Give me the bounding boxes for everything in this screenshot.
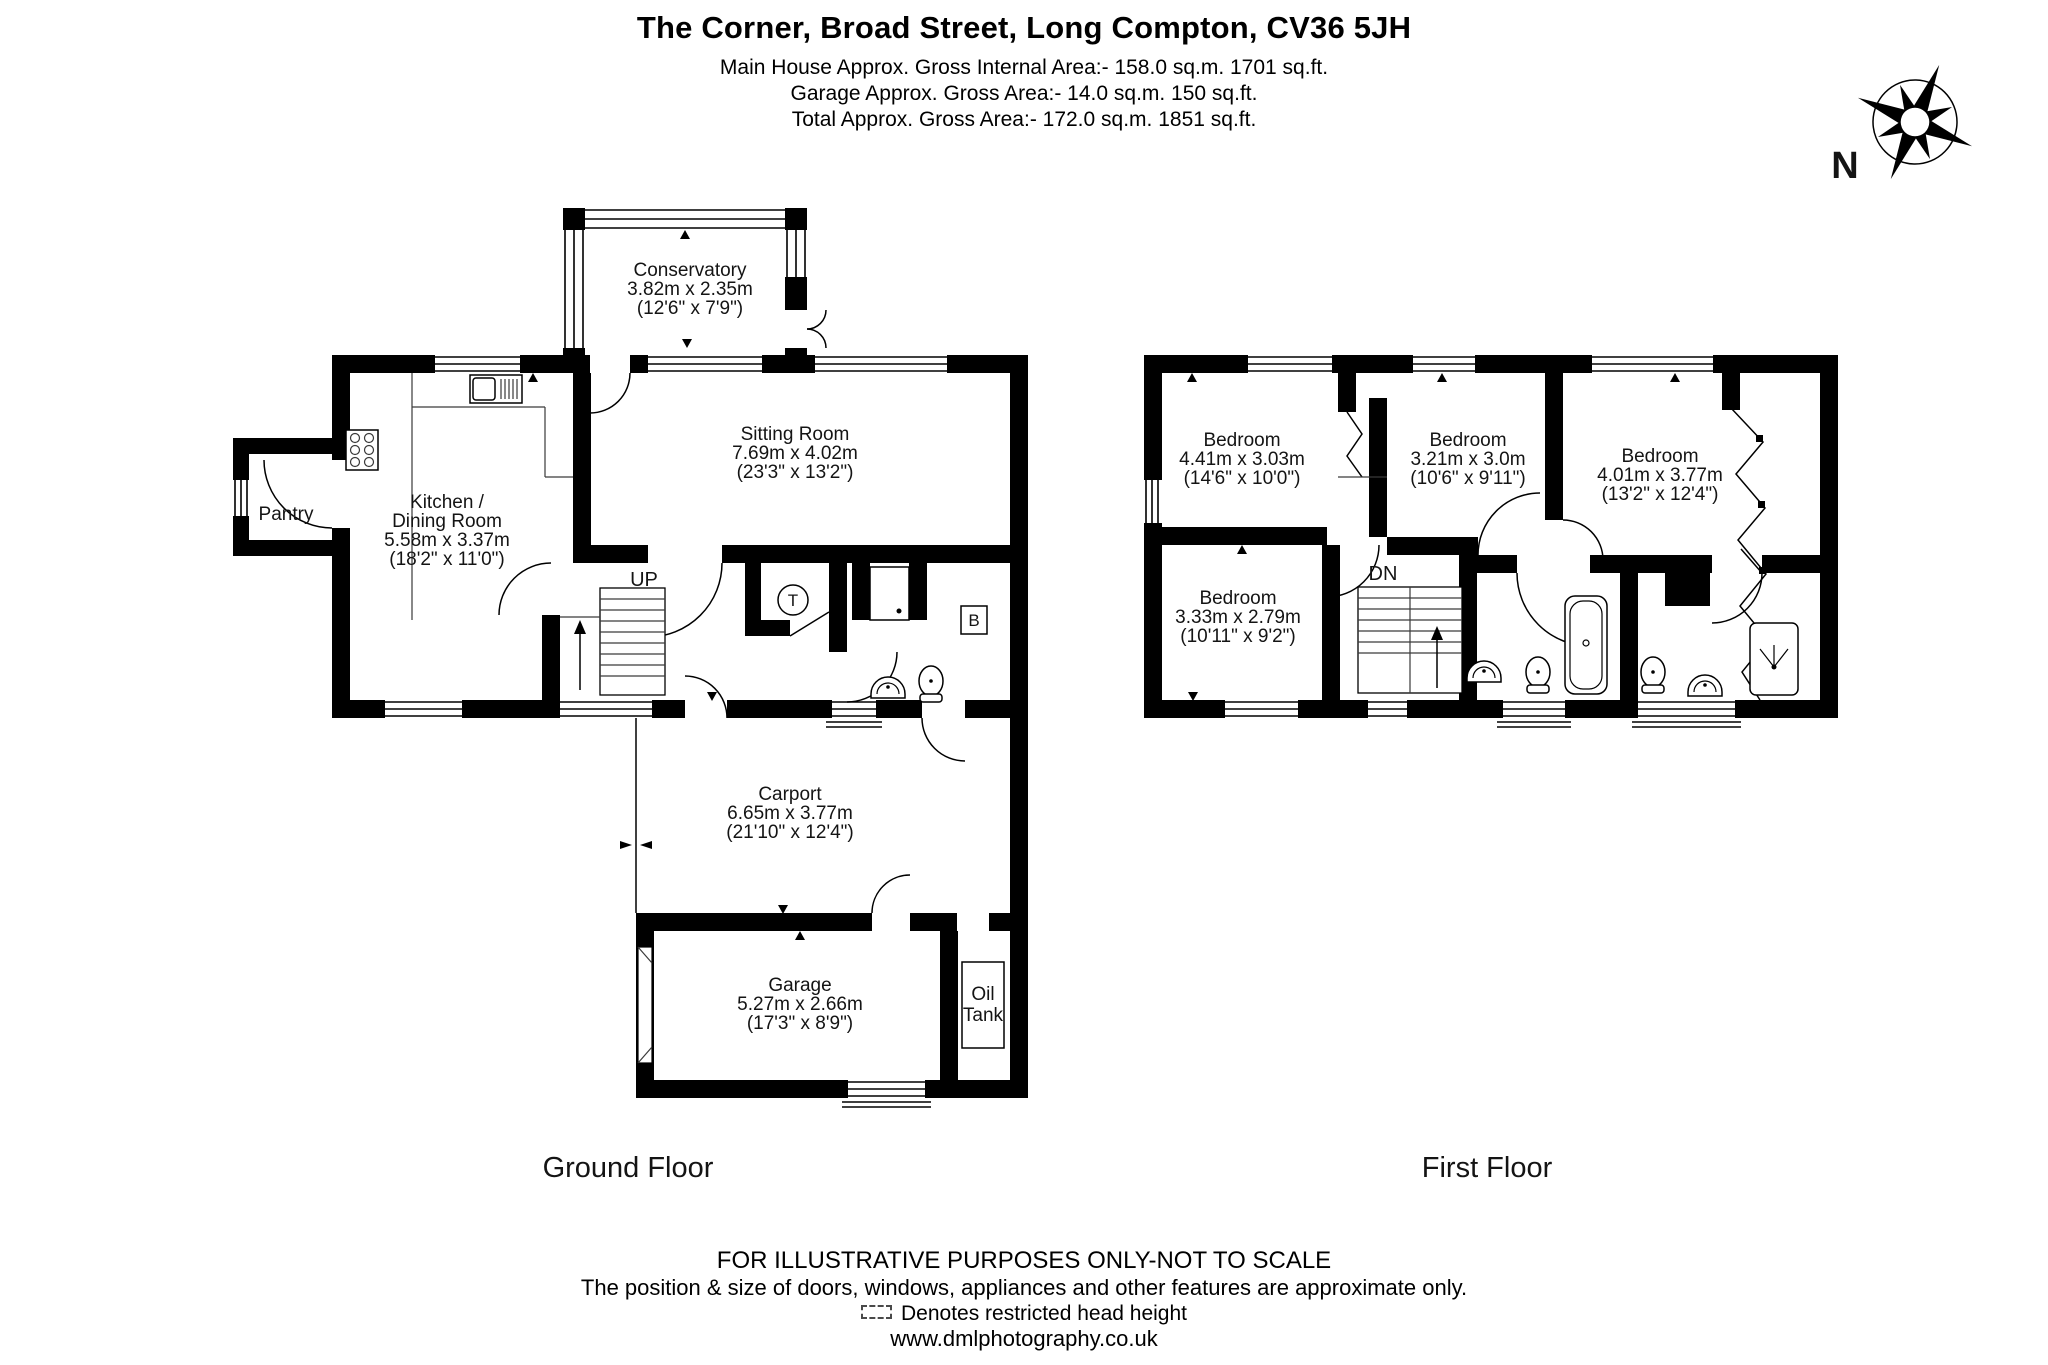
hob-icon: [345, 429, 379, 471]
ground-floor-stairs: [560, 587, 666, 696]
restricted-head-height-text: Denotes restricted head height: [900, 1302, 1187, 1325]
shower-tray-icon: [869, 566, 910, 621]
room-label-kitchen: Kitchen / Dining Room 5.58m x 3.37m (18'…: [384, 492, 510, 570]
basin-icon: [1687, 674, 1723, 697]
header: The Corner, Broad Street, Long Compton, …: [0, 10, 2048, 133]
bedroom4-metric: 3.33m x 2.79m: [1175, 607, 1301, 628]
sitting-room-name: Sitting Room: [741, 424, 850, 445]
room-label-bedroom1: Bedroom 4.41m x 3.03m (14'6" x 10'0"): [1179, 430, 1305, 489]
photographer-url: www.dmlphotography.co.uk: [890, 1326, 1158, 1351]
room-label-oil-tank: Oil Tank: [963, 984, 1004, 1026]
disclaimer-approx: The position & size of doors, windows, a…: [580, 1275, 1468, 1300]
toilet-icon: [918, 665, 944, 703]
ground-floor-windows: [233, 208, 947, 1108]
tank-label: T: [788, 591, 798, 610]
boiler-label: B: [968, 611, 979, 630]
kitchen-fittings: [345, 373, 573, 620]
toilet-icon: [1525, 656, 1551, 694]
kitchen-name2: Dining Room: [392, 511, 502, 532]
room-label-carport: Carport 6.65m x 3.77m (21'10" x 12'4"): [726, 784, 853, 843]
stairs-dn-label: DN: [1369, 563, 1398, 585]
ground-floor-caption: Ground Floor: [543, 1152, 714, 1184]
footer: FOR ILLUSTRATIVE PURPOSES ONLY-NOT TO SC…: [0, 1247, 2048, 1352]
sitting-room-imperial: (23'3" x 13'2"): [737, 462, 854, 483]
bathroom2-fixtures: [1640, 622, 1799, 697]
room-label-bedroom3: Bedroom 4.01m x 3.77m (13'2" x 12'4"): [1597, 446, 1723, 505]
bedroom1-imperial: (14'6" x 10'0"): [1184, 468, 1301, 489]
conservatory-name: Conservatory: [634, 260, 747, 281]
garage-details: [637, 946, 1005, 1064]
bedroom2-metric: 3.21m x 3.0m: [1410, 449, 1525, 470]
stairs-up-label: UP: [630, 569, 658, 591]
oil-tank-box: [961, 961, 1005, 1049]
garage-imperial: (17'3" x 8'9"): [747, 1013, 853, 1034]
bedroom1-name: Bedroom: [1203, 430, 1280, 451]
sink-icon: [469, 374, 523, 404]
bedroom3-name: Bedroom: [1621, 446, 1698, 467]
bathroom1-fixtures: [1466, 595, 1608, 695]
sitting-room-metric: 7.69m x 4.02m: [732, 443, 858, 464]
bedroom3-imperial: (13'2" x 12'4"): [1602, 484, 1719, 505]
garage-name: Garage: [768, 975, 831, 996]
conservatory-imperial: (12'6" x 7'9"): [637, 298, 743, 319]
kitchen-name1: Kitchen /: [410, 492, 485, 513]
room-label-bedroom4: Bedroom 3.33m x 2.79m (10'11" x 9'2"): [1175, 588, 1301, 647]
kitchen-metric: 5.58m x 3.37m: [384, 530, 510, 551]
north-label: N: [1831, 145, 1858, 187]
room-label-garage: Garage 5.27m x 2.66m (17'3" x 8'9"): [737, 975, 863, 1034]
restricted-head-height-legend: Denotes restricted head height: [0, 1301, 2048, 1326]
first-floor-stairs: [1357, 586, 1463, 694]
oil-tank-line1: Oil: [971, 984, 994, 1005]
disclaimer-scale: FOR ILLUSTRATIVE PURPOSES ONLY-NOT TO SC…: [716, 1247, 1332, 1274]
carport-name: Carport: [758, 784, 822, 805]
restricted-head-height-icon: [860, 1305, 892, 1320]
first-floor-caption: First Floor: [1422, 1152, 1553, 1184]
boiler-and-tank: T B: [777, 584, 988, 635]
carport-metric: 6.65m x 3.77m: [727, 803, 853, 824]
carport-imperial: (21'10" x 12'4"): [726, 822, 853, 843]
bath-icon: [1564, 595, 1608, 695]
boiler-box: [960, 605, 988, 635]
bedroom4-imperial: (10'11" x 9'2"): [1180, 626, 1295, 647]
tank-circle: [777, 584, 809, 616]
shower-icon: [1749, 622, 1799, 696]
conservatory-metric: 3.82m x 2.35m: [627, 279, 753, 300]
oil-tank-line2: Tank: [963, 1005, 1004, 1026]
garage-metric: 5.27m x 2.66m: [737, 994, 863, 1015]
area-main-house: Main House Approx. Gross Internal Area:-…: [719, 56, 1329, 79]
toilet-icon: [1640, 656, 1666, 694]
room-label-bedroom2: Bedroom 3.21m x 3.0m (10'6" x 9'11"): [1410, 430, 1525, 489]
kitchen-imperial: (18'2" x 11'0"): [389, 549, 504, 570]
basin-icon: [870, 676, 906, 699]
bedroom2-name: Bedroom: [1429, 430, 1506, 451]
wc-fixtures: [869, 566, 944, 703]
area-garage: Garage Approx. Gross Area:- 14.0 sq.m. 1…: [790, 82, 1258, 105]
garage-door-icon: [637, 946, 653, 1064]
bedroom1-metric: 4.41m x 3.03m: [1179, 449, 1305, 470]
area-total: Total Approx. Gross Area:- 172.0 sq.m. 1…: [791, 108, 1257, 131]
bedroom3-metric: 4.01m x 3.77m: [1597, 465, 1723, 486]
compass-rose: N: [1831, 64, 1973, 187]
bedroom4-name: Bedroom: [1199, 588, 1276, 609]
room-label-conservatory: Conservatory 3.82m x 2.35m (12'6" x 7'9"…: [627, 260, 753, 319]
bedroom2-imperial: (10'6" x 9'11"): [1410, 468, 1525, 489]
room-label-pantry: Pantry: [259, 504, 314, 525]
first-floor-windows: [1144, 355, 1741, 728]
page-title: The Corner, Broad Street, Long Compton, …: [636, 10, 1412, 45]
room-label-sitting-room: Sitting Room 7.69m x 4.02m (23'3" x 13'2…: [732, 424, 858, 483]
